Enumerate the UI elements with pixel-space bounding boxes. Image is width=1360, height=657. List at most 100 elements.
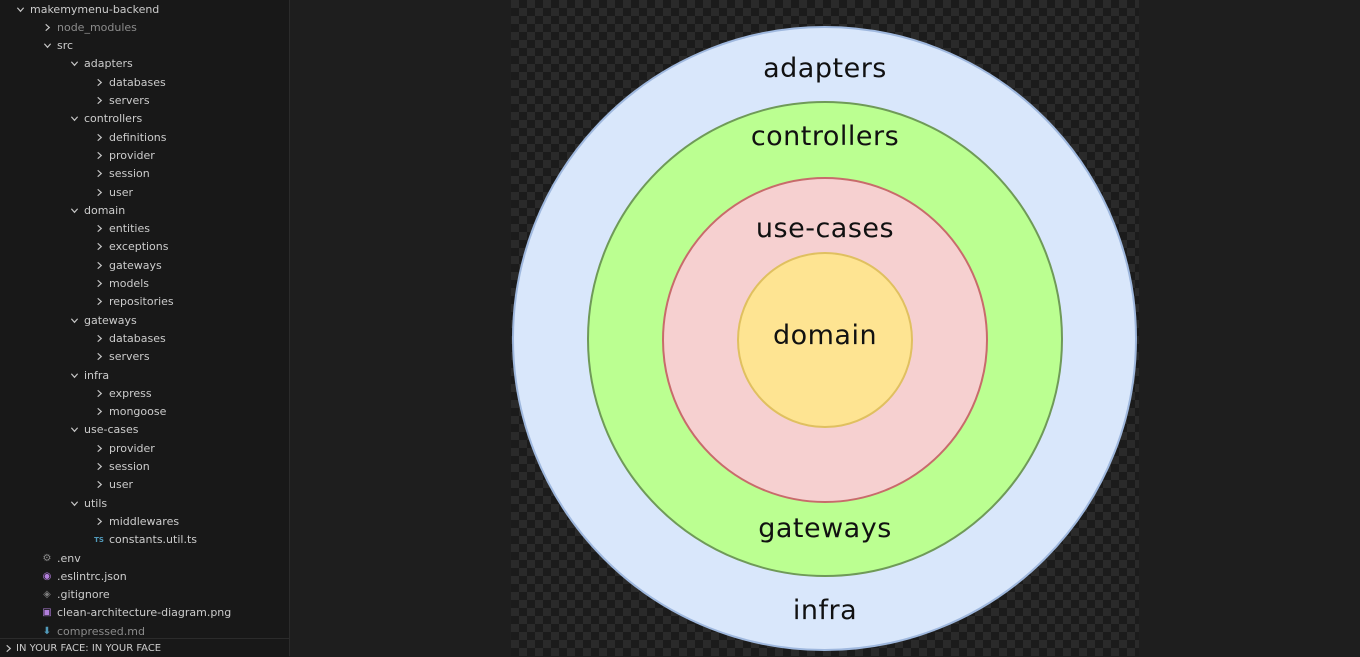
folder-item[interactable]: utils — [0, 494, 289, 512]
folder-item[interactable]: gateways — [0, 256, 289, 274]
outline-section-label: IN YOUR FACE: IN YOUR FACE — [16, 642, 162, 654]
chevron-right-icon — [93, 442, 105, 454]
folder-item[interactable]: src — [0, 37, 289, 55]
tree-item-label: databases — [109, 331, 166, 345]
tree-item-label: gateways — [84, 313, 137, 327]
use-cases-label: use-cases — [755, 213, 895, 244]
chevron-right-icon — [93, 278, 105, 290]
folder-item[interactable]: use-cases — [0, 421, 289, 439]
tree-item-label: utils — [84, 496, 108, 510]
file-item[interactable]: ⬇compressed.md — [0, 622, 289, 640]
folder-item[interactable]: node_modules — [0, 18, 289, 36]
folder-item[interactable]: adapters — [0, 55, 289, 73]
file-item[interactable]: ▣ clean-architecture-diagram.png — [0, 604, 289, 622]
file-item[interactable]: ◉.eslintrc.json — [0, 567, 289, 585]
folder-item[interactable]: session — [0, 458, 289, 476]
tree-item-label: compressed.md — [57, 624, 145, 638]
chevron-right-icon — [93, 461, 105, 473]
folder-item[interactable]: servers — [0, 92, 289, 110]
folder-item[interactable]: makemymenu-backend — [0, 0, 289, 18]
chevron-right-icon — [93, 515, 105, 527]
tree-item-label: servers — [109, 94, 150, 107]
tree-item-label: middlewares — [109, 514, 180, 528]
file-item[interactable]: ⚙ .env — [0, 549, 289, 567]
folder-item[interactable]: provider — [0, 439, 289, 457]
tree-item-label: constants.util.ts — [109, 533, 197, 547]
tree-item-label: .env — [57, 551, 81, 565]
chevron-right-icon — [93, 332, 105, 344]
tree-item-label: controllers — [84, 112, 143, 126]
tree-item-label: exceptions — [109, 240, 169, 254]
chevron-right-icon — [41, 21, 53, 33]
chevron-right-icon — [93, 406, 105, 418]
tree-item-label: gateways — [109, 258, 162, 272]
tree-item-label: servers — [109, 350, 150, 364]
chevron-down-icon — [41, 40, 53, 52]
folder-item[interactable]: databases — [0, 329, 289, 347]
ts-icon: TS — [94, 535, 104, 544]
image-preview: adapters controllers use-cases domain ga… — [511, 0, 1139, 656]
folder-item[interactable]: infra — [0, 366, 289, 384]
outline-section-header[interactable]: IN YOUR FACE: IN YOUR FACE — [0, 638, 289, 657]
chevron-right-icon — [93, 95, 105, 107]
chevron-right-icon — [93, 351, 105, 363]
tree-item-label: src — [57, 39, 74, 53]
chevron-down-icon — [68, 58, 80, 70]
folder-item[interactable]: exceptions — [0, 238, 289, 256]
folder-item[interactable]: user — [0, 476, 289, 494]
chevron-down-icon — [68, 204, 80, 216]
folder-item[interactable]: controllers — [0, 110, 289, 128]
adapters-label: adapters — [763, 53, 887, 84]
tree-item-label: clean-architecture-diagram.png — [57, 606, 232, 620]
tree-item-label: user — [109, 185, 133, 199]
folder-item[interactable]: provider — [0, 146, 289, 164]
folder-item[interactable]: user — [0, 183, 289, 201]
tree-item-label: models — [109, 277, 149, 290]
controllers-label: controllers — [750, 121, 900, 152]
folder-item[interactable]: servers — [0, 348, 289, 366]
tree-item-label: .eslintrc.json — [57, 569, 127, 583]
chevron-down-icon — [68, 113, 80, 125]
file-item[interactable]: ◈.gitignore — [0, 586, 289, 604]
chevron-down-icon — [68, 369, 80, 381]
tree-item-label: provider — [109, 441, 155, 455]
folder-item[interactable]: repositories — [0, 293, 289, 311]
folder-item[interactable]: definitions — [0, 128, 289, 146]
chevron-right-icon — [93, 186, 105, 198]
folder-item[interactable]: models — [0, 275, 289, 293]
image-icon: ▣ — [42, 607, 52, 619]
tree-item-label: use-cases — [84, 423, 139, 437]
folder-item[interactable]: session — [0, 165, 289, 183]
tree-item-label: .gitignore — [57, 588, 110, 602]
folder-item[interactable]: gateways — [0, 311, 289, 329]
tree-item-label: user — [109, 478, 133, 492]
tree-item-label: adapters — [84, 57, 133, 71]
tree-item-label: mongoose — [109, 405, 167, 419]
folder-item[interactable]: mongoose — [0, 403, 289, 421]
gateways-label: gateways — [758, 513, 892, 544]
tree-item-label: makemymenu-backend — [30, 2, 160, 16]
chevron-right-icon — [93, 149, 105, 161]
folder-item[interactable]: databases — [0, 73, 289, 91]
folder-item[interactable]: entities — [0, 220, 289, 238]
tree-item-label: express — [109, 386, 152, 400]
tree-item-label: node_modules — [57, 20, 137, 34]
chevron-down-icon — [68, 497, 80, 509]
chevron-right-icon — [93, 168, 105, 180]
chevron-right-icon — [93, 223, 105, 235]
chevron-right-icon — [93, 387, 105, 399]
folder-item[interactable]: domain — [0, 201, 289, 219]
tree-item-label: entities — [109, 222, 150, 236]
chevron-right-icon — [93, 76, 105, 88]
chevron-right-icon — [93, 259, 105, 271]
folder-item[interactable]: middlewares — [0, 512, 289, 530]
gear-icon: ⚙ — [42, 552, 52, 564]
infra-label: infra — [792, 595, 858, 626]
tree-item-label: session — [109, 460, 150, 473]
tree-item-label: infra — [84, 368, 110, 382]
tree-item-label: session — [109, 167, 150, 181]
tree-item-label: provider — [109, 148, 155, 162]
file-item[interactable]: TS constants.util.ts — [0, 531, 289, 549]
folder-item[interactable]: express — [0, 384, 289, 402]
domain-label: domain — [772, 320, 878, 351]
